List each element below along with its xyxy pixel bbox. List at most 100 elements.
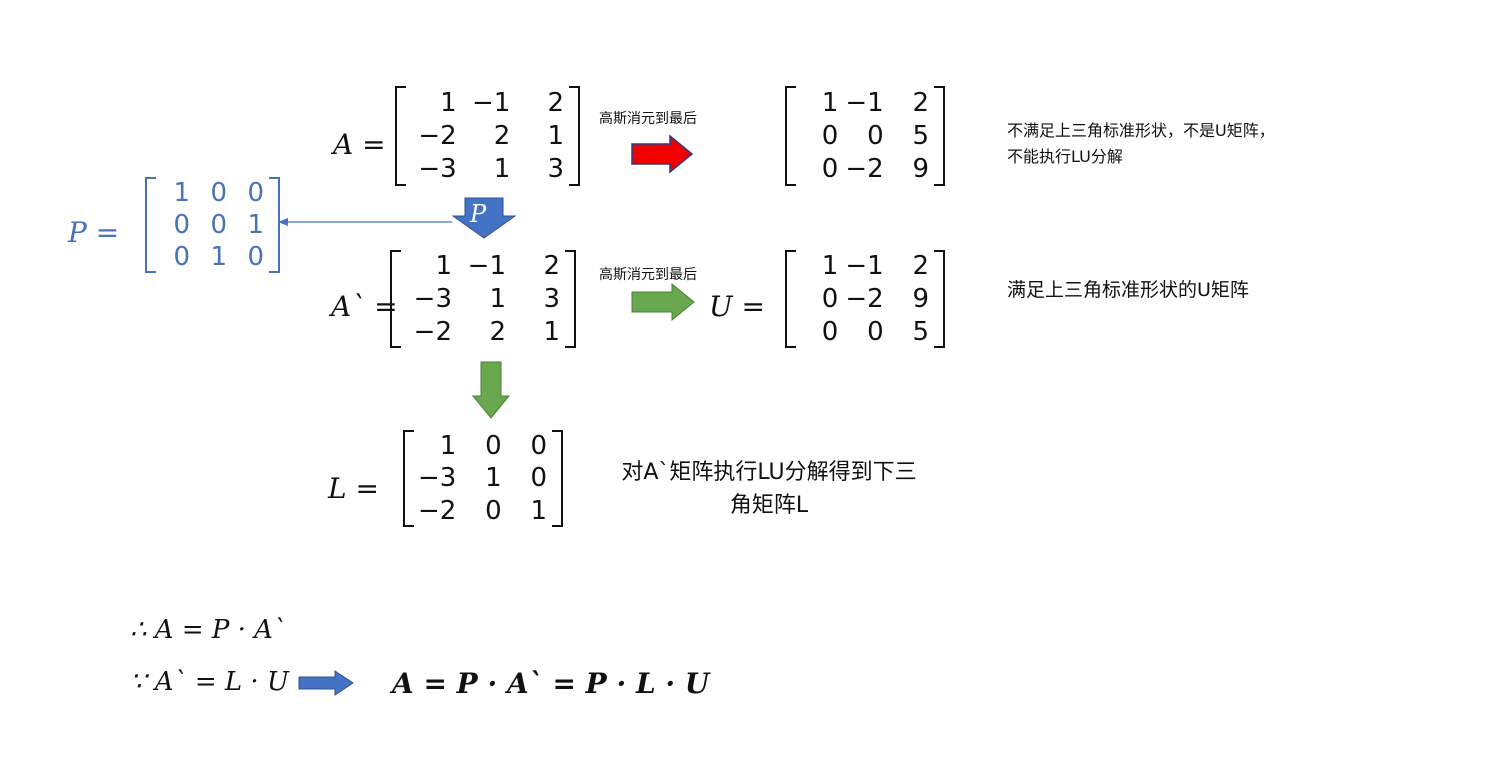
matrix-cell: −1 [467,251,506,282]
matrix-cell: 2 [912,87,929,118]
matrix-cell: 1 [435,251,452,282]
red-arrow-icon [631,134,694,174]
matrix-cell: 1 [530,495,547,526]
matrix-cell: 9 [912,283,929,314]
matrix-cell: 2 [543,251,560,282]
bracket-left [785,86,796,186]
matrix-cell: 1 [821,87,839,118]
matrix-cell: 0 [173,210,190,240]
matrix-cell: −1 [845,251,884,282]
matrix-cell: 1 [440,87,457,118]
matrix-cell: −2 [418,120,457,151]
formula-because: ∵ A` = L · U [130,667,289,697]
matrix-cell: 2 [493,120,511,151]
matrix-cell: −2 [413,316,452,347]
label-P: P = [68,216,120,249]
matrix-cell: 1 [489,283,506,314]
matrix-cell: 1 [247,210,264,240]
label-Aprime: A` = [331,290,398,323]
matrix-cell: 0 [247,242,264,272]
matrix-row: 1 −1 2 [402,250,564,283]
matrix-cell: 0 [210,210,227,240]
matrix-cell: −2 [845,283,884,314]
matrix-cell: 0 [485,495,502,526]
down-arrow-P-icon [451,197,517,239]
matrix-cell: 1 [485,463,502,494]
matrix-cell: −3 [418,463,457,494]
matrix-cell: 1 [821,251,839,282]
matrix-cell: 1 [493,154,511,185]
matrix-cell: −2 [418,495,457,526]
note-lu-desc: 对A`矩阵执行LU分解得到下三 角矩阵L [588,456,950,522]
matrix-row: 1−1 2 [797,86,933,119]
matrix-cell: 2 [912,251,929,282]
matrix-cell: 5 [912,120,929,151]
matrix-cell: 1 [439,431,457,462]
label-L: L = [328,472,379,505]
matrix-cell: 0 [210,178,227,208]
down-arrow-green-icon [471,361,511,419]
matrix-cell: 3 [543,283,560,314]
bracket-left [390,250,401,348]
green-arrow-icon [631,282,695,322]
matrix-cell: 1 [173,178,190,208]
matrix-cell: 2 [489,316,506,347]
label-A: A = [333,128,386,161]
matrix-cell: −1 [845,87,884,118]
gauss-note-1: 高斯消元到最后 [599,111,697,127]
bracket-right [565,250,576,348]
matrix-cell: 0 [530,431,547,462]
note-not-upper-line1: 不满足上三角标准形状，不是U矩阵， [1007,121,1275,140]
bracket-left [785,250,796,348]
P-arrow-label: P [470,200,487,228]
matrix-cell: 0 [867,120,884,151]
bracket-right [269,177,280,273]
label-U: U = [709,290,765,323]
matrix-cell: 0 [867,316,884,347]
bracket-right [569,86,580,186]
matrix-cell: 0 [173,242,190,272]
bracket-right [934,86,945,186]
matrix-cell: 5 [912,316,929,347]
note-lu-desc-line1: 对A`矩阵执行LU分解得到下三 [621,460,917,485]
gauss-note-2: 高斯消元到最后 [599,267,697,283]
matrix-cell: 0 [485,431,502,462]
matrix-cell: 1 [210,242,227,272]
note-not-upper: 不满足上三角标准形状，不是U矩阵， 不能执行LU分解 [1007,118,1275,170]
matrix-cell: 9 [912,154,929,185]
matrix-cell: 0 [247,178,264,208]
matrix-row: 0−2 9 [797,283,933,316]
result-arrow-icon [298,670,354,696]
note-lu-desc-line2: 角矩阵L [729,493,809,518]
matrix-cell: −1 [472,87,511,118]
matrix-cell: 0 [821,283,839,314]
bracket-left [145,177,156,273]
matrix-cell: 0 [821,316,839,347]
bracket-left [403,430,414,527]
note-is-upper: 满足上三角标准形状的U矩阵 [1007,279,1249,301]
matrix-cell: 0 [821,154,839,185]
note-not-upper-line2: 不能执行LU分解 [1007,147,1123,166]
matrix-cell: 0 [821,120,839,151]
matrix-cell: 3 [547,154,564,185]
formula-result: A = P · A` = P · L · U [392,667,710,700]
bracket-right [552,430,563,527]
